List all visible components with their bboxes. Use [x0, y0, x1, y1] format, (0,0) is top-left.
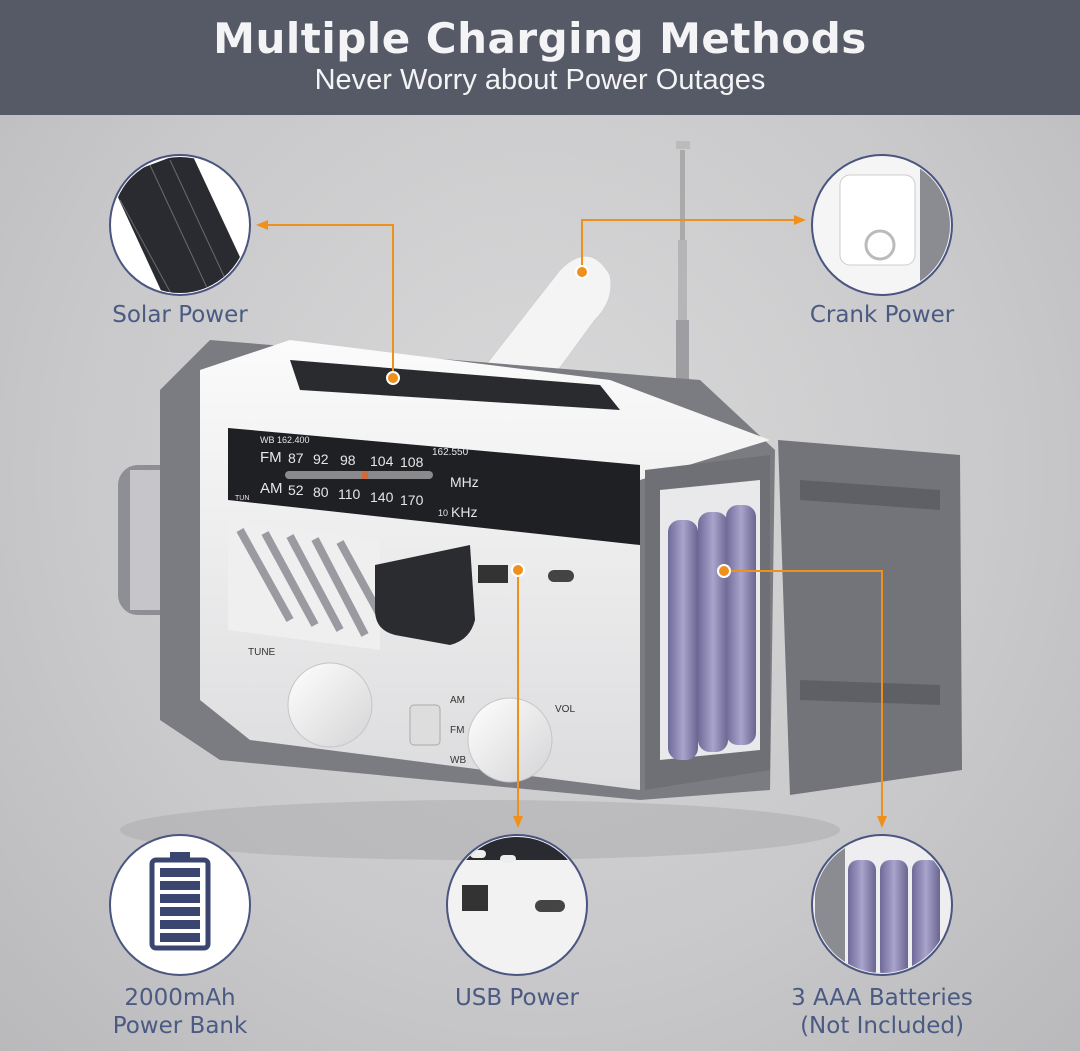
band-fm-label: FM: [450, 725, 464, 736]
battery-door: [778, 440, 962, 795]
callout-dot: [511, 563, 525, 577]
header-banner: Multiple Charging Methods Never Worry ab…: [0, 0, 1080, 115]
feature-label-power-bank: 2000mAh Power Bank: [70, 984, 290, 1040]
feature-label-solar: Solar Power: [112, 302, 248, 328]
tune-knob: [287, 662, 373, 748]
khz-unit: KHz: [451, 504, 477, 520]
tun-label: TUN: [235, 495, 249, 502]
fm-tick: 92: [313, 451, 329, 467]
feature-label-usb: USB Power: [454, 985, 580, 1011]
am-tick: 140: [370, 489, 394, 505]
am-tick: 170: [400, 492, 424, 508]
usb-port: [478, 565, 508, 583]
callout-dot: [386, 371, 400, 385]
page-subtitle: Never Worry about Power Outages: [314, 64, 766, 96]
aaa-batteries-icon: [811, 834, 953, 976]
fm-tick: 87: [288, 450, 304, 466]
usb-c-port: [548, 570, 574, 582]
label-line: Power Bank: [112, 1013, 248, 1039]
page-title: Multiple Charging Methods: [213, 14, 867, 63]
feature-label-crank: Crank Power: [809, 302, 955, 328]
fm-tick: 108: [400, 454, 424, 470]
callout-dot: [575, 265, 589, 279]
antenna: [676, 141, 690, 400]
fm-tick: 104: [370, 453, 394, 469]
radio-body: [160, 340, 962, 800]
aaa-battery: [698, 512, 728, 752]
wb-start: WB 162.400: [260, 435, 310, 445]
battery-full-icon: [109, 834, 251, 976]
arrow-icon: [513, 816, 523, 828]
radio-dial-display: [228, 428, 640, 545]
solar-panel-icon: [109, 154, 251, 296]
feature-label-batteries: 3 AAA Batteries (Not Included): [762, 984, 1002, 1040]
wb-end: 162.550: [432, 447, 469, 458]
solar-panel-strip: [290, 360, 620, 410]
am-label: AM: [260, 480, 283, 497]
khz-prefix: 10: [438, 508, 448, 518]
mhz-unit: MHz: [450, 474, 479, 490]
hand-crank: [469, 255, 612, 396]
aaa-battery: [668, 520, 698, 760]
arrow-icon: [256, 220, 268, 230]
band-am-label: AM: [450, 695, 465, 706]
dial-scale: WB 162.400 162.550 FM 87 92 98 104 108 M…: [235, 435, 479, 520]
am-tick: 52: [288, 482, 304, 498]
volume-knob: [467, 697, 553, 783]
fm-tick: 98: [340, 452, 356, 468]
usb-cable-plug: [375, 545, 475, 645]
label-line: 2000mAh: [124, 985, 236, 1011]
fm-label: FM: [260, 449, 282, 466]
vol-label: VOL: [555, 704, 575, 715]
tune-label: TUNE: [248, 647, 276, 658]
tuning-needle: [362, 471, 368, 479]
label-line: (Not Included): [800, 1013, 964, 1039]
am-tick: 110: [338, 486, 361, 502]
band-wb-label: WB: [450, 755, 466, 766]
tuning-bar: [285, 471, 433, 479]
hand-crank-icon: [811, 154, 953, 296]
usb-port-icon: [446, 834, 588, 976]
arrow-icon: [794, 215, 806, 225]
arrow-icon: [877, 816, 887, 828]
aaa-battery: [726, 505, 756, 745]
label-line: 3 AAA Batteries: [791, 985, 973, 1011]
callout-lines: [262, 219, 883, 820]
callout-dot: [717, 564, 731, 578]
am-tick: 80: [313, 484, 329, 500]
shadow: [120, 800, 840, 860]
band-switch: [409, 704, 441, 746]
